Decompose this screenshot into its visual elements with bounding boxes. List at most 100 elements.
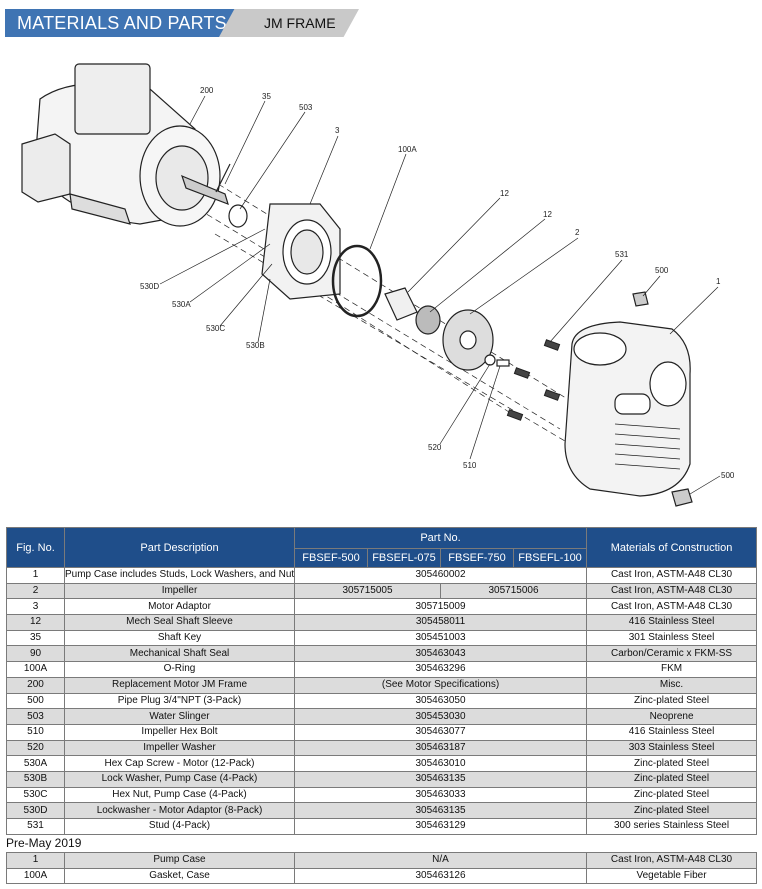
parts-table: Fig. No. Part Description Part No. Mater… [6,527,758,835]
part-no-cell: 305463077 [293,723,588,741]
material-cell: Cast Iron, ASTM-A48 CL30 [586,852,757,869]
part-no-cell: 305463033 [293,786,588,804]
material-cell: Zinc-plated Steel [586,755,758,772]
callout-label: 531 [615,250,629,259]
callout-label: 500 [721,471,735,480]
description-cell: Gasket, Case [64,867,295,885]
o-ring-drawing [331,244,383,318]
callout-label: 1 [716,277,721,286]
section-title: MATERIALS AND PARTS [5,9,250,37]
description-cell: Lock Washer, Pump Case (4-Pack) [64,770,295,788]
material-cell: Cast Iron, ASTM-A48 CL30 [586,598,758,616]
callout-label: 12 [543,210,552,219]
part-no-cell: 305463129 [293,818,588,835]
part-no-cell: 305715006 [439,582,588,600]
header-part-description: Part Description [64,527,295,568]
description-cell: Mechanical Shaft Seal [64,645,295,663]
material-cell: 300 series Stainless Steel [586,818,758,835]
material-cell: Zinc-plated Steel [586,770,758,788]
callout-label: 530D [140,282,159,291]
material-cell: Zinc-plated Steel [586,692,758,710]
part-no-cell: 305451003 [293,629,588,647]
fig-no-cell: 510 [6,723,65,741]
description-cell: Shaft Key [64,629,295,647]
callout-label: 510 [463,461,477,470]
header-model: FBSEFL-075 [367,548,441,568]
callout-label: 503 [299,103,313,112]
description-cell: Lockwasher - Motor Adaptor (8-Pack) [64,802,295,819]
header-materials: Materials of Construction [586,527,758,568]
fig-no-cell: 530C [6,786,65,804]
fig-no-cell: 100A [6,867,65,885]
fig-no-cell: 90 [6,645,65,663]
exploded-parts-diagram: 200 35 503 3 100A 12 12 2 531 500 1 500 … [21,63,735,507]
pump-case-drawing [564,291,693,507]
description-cell: Hex Nut, Pump Case (4-Pack) [64,786,295,804]
part-no-cell: 305463010 [293,755,588,772]
part-no-cell: 305458011 [293,614,588,631]
fig-no-cell: 35 [6,629,65,647]
seal-drawing [384,287,510,371]
part-no-cell: 305463126 [294,867,587,885]
fig-no-cell: 100A [6,661,65,678]
callout-label: 12 [500,189,509,198]
material-cell: Zinc-plated Steel [586,802,758,819]
header-model: FBSEF-750 [440,548,514,568]
material-cell: 303 Stainless Steel [586,739,758,757]
section-header: MATERIALS AND PARTS JM FRAME [5,9,359,37]
description-cell: Impeller Washer [64,739,295,757]
description-cell: Replacement Motor JM Frame [64,676,295,694]
fig-no-cell: 530B [6,770,65,788]
material-cell: Cast Iron, ASTM-A48 CL30 [586,582,758,600]
fig-no-cell: 1 [6,567,65,584]
fig-no-cell: 12 [6,614,65,631]
fig-no-cell: 1 [6,852,65,869]
description-cell: Impeller [64,582,295,600]
description-cell: Hex Cap Screw - Motor (12-Pack) [64,755,295,772]
part-no-cell: 305463187 [293,739,588,757]
part-no-cell: (See Motor Specifications) [293,676,588,694]
part-no-cell: 305463050 [293,692,588,710]
description-cell: Stud (4-Pack) [64,818,295,835]
callout-label: 2 [575,228,580,237]
motor-drawing [21,63,248,228]
fig-no-cell: 3 [6,598,65,616]
material-cell: 301 Stainless Steel [586,629,758,647]
callout-label: 530A [172,300,191,309]
material-cell: Vegetable Fiber [586,867,757,885]
section-subtitle: JM FRAME [219,9,359,37]
description-cell: Impeller Hex Bolt [64,723,295,741]
callout-label: 100A [398,145,417,154]
material-cell: Cast Iron, ASTM-A48 CL30 [586,567,758,584]
fig-no-cell: 2 [6,582,65,600]
callout-label: 500 [655,266,669,275]
part-no-cell: 305460002 [293,567,588,584]
callout-label: 530B [246,341,265,350]
description-cell: Pump Case [64,852,295,869]
fig-no-cell: 503 [6,708,65,725]
material-cell: 416 Stainless Steel [586,614,758,631]
part-no-cell: 305463296 [293,661,588,678]
material-cell: Zinc-plated Steel [586,786,758,804]
material-cell: FKM [586,661,758,678]
fig-no-cell: 520 [6,739,65,757]
description-cell: O-Ring [64,661,295,678]
description-cell: Water Slinger [64,708,295,725]
header-model: FBSEF-500 [294,548,368,568]
part-no-cell: 305463135 [293,802,588,819]
